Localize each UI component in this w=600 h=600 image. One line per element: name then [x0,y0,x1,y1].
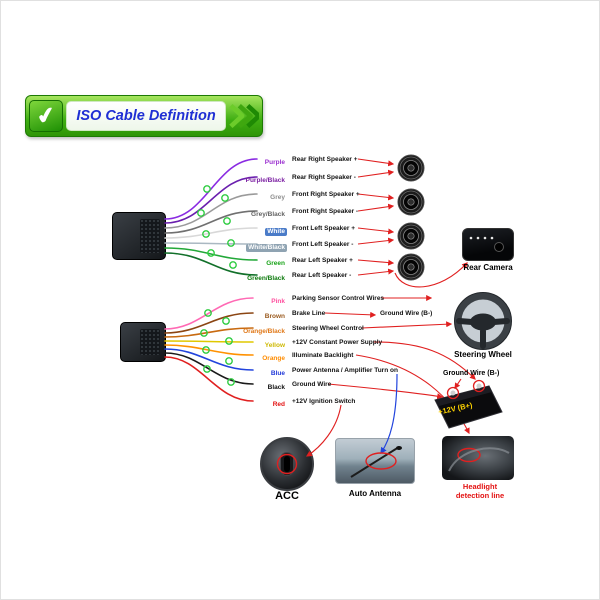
wire-description: Front Left Speaker - [292,241,354,248]
wire-row: Orange Illuminate Backlight [1,351,599,362]
wire-color-label: Grey/Black [251,211,285,218]
connector-pins [140,219,160,253]
wire-color-label: Blue [270,370,285,377]
wire-color-label: Orange/Black [243,328,285,335]
wire-color-label: Pink [271,298,285,305]
wire-description: Front Left Speaker + [292,225,356,232]
headlight-detection-label: Headlight detection line [455,482,505,500]
wire-color-label: White [265,228,287,236]
banner-pill: ISO Cable Definition [66,101,226,131]
checkmark-icon: ✔ [29,100,63,132]
wire-color-label: Red [272,401,285,408]
wire-description: Brake Line [292,310,326,317]
wire-row: Red +12V Ignition Switch [1,397,599,408]
wire-description: Steering Wheel Control [292,325,364,332]
acc-ignition-image [260,437,314,491]
wire-description: Rear Right Speaker + [292,156,358,163]
wire-color-label: Green/Black [247,275,285,282]
banner: ✔ ISO Cable Definition [25,95,263,137]
wire-row: White Front Left Speaker + [1,224,599,236]
wire-row: Purple Rear Right Speaker + [1,155,599,166]
wire-color-label: Purple [264,159,285,166]
wire-description: Front Right Speaker + [292,191,360,198]
wire-row: Black Ground Wire [1,380,599,391]
wire-description: Illuminate Backlight [292,352,354,359]
wire-row: Orange/Black Steering Wheel Control [1,324,599,335]
wire-row: Green/Black Rear Left Speaker - [1,271,599,282]
wire-description: Rear Right Speaker - [292,174,356,181]
wire-color-label: Brown [264,313,285,320]
battery-terminal-negative [450,390,456,396]
wire-description: +12V Ignition Switch [292,398,356,405]
wire-color-label: Yellow [264,342,285,349]
bottom-leader-lines [305,294,476,457]
wire-row: Purple/Black Rear Right Speaker - [1,173,599,184]
wire-description: Rear Left Speaker + [292,257,353,264]
wire-color-label: Orange [262,355,285,362]
wire-row: Grey Front Right Speaker + [1,190,599,201]
connector-pins [140,329,160,355]
wire-row: Brown Brake Line [1,309,599,320]
battery-ground-label: Ground Wire (B-) [443,370,500,377]
steering-wheel-label: Steering Wheel [454,350,512,359]
auto-antenna-label: Auto Antenna [348,489,402,498]
wire-curve-red [164,356,254,402]
wire-row: Green Rear Left Speaker + [1,256,599,267]
rear-camera-image [462,228,514,261]
triple-chevron-icon [229,103,259,129]
wire-description: Power Antenna / Amplifier Turn on [292,367,398,374]
wire-row: Grey/Black Front Right Speaker - [1,207,599,218]
acc-label: ACC [275,490,299,502]
brake-ground-label: Ground Wire (B-) [380,310,433,317]
keyhole-icon [284,456,290,472]
wire-row: Blue Power Antenna / Amplifier Turn on [1,366,599,377]
iso-connector-top [112,212,166,260]
checkmark-glyph: ✔ [34,101,58,130]
auto-antenna-image [335,438,415,484]
wire-color-label: Green [266,260,285,267]
wire-row: Pink Parking Sensor Control Wires [1,294,599,305]
wire-row: Yellow +12V Constant Power Supply [1,338,599,349]
wire-description: Ground Wire [292,381,332,388]
wire-description: Front Right Speaker - [292,208,359,215]
wire-row: White/Black Front Left Speaker - [1,240,599,252]
wire-description: Rear Left Speaker - [292,272,352,279]
wire-color-label: White/Black [246,244,287,252]
wire-color-label: Black [267,384,285,391]
wire-color-label: Purple/Black [245,177,285,184]
banner-title: ISO Cable Definition [76,108,216,124]
iso-connector-bottom [120,322,166,362]
wire-color-label: Grey [270,194,285,201]
rear-camera-label: Rear Camera [463,263,513,272]
headlight-image [442,436,514,480]
wire-description: +12V Constant Power Supply [292,339,383,346]
wire-description: Parking Sensor Control Wires [292,295,385,302]
